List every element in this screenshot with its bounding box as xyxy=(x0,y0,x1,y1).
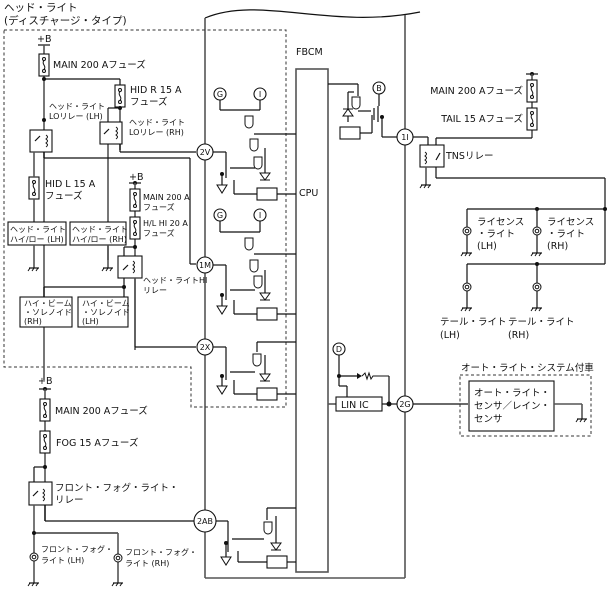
tail-rh-label2: (RH) xyxy=(508,330,529,341)
hi-relay xyxy=(117,255,143,279)
connector-2g-label: 2G xyxy=(399,400,410,409)
lin-ic-circuit xyxy=(328,342,397,412)
fog-lamp-lh-label1: フロント・フォグ・ xyxy=(41,544,113,554)
hilo-lh-label1: ヘッド・ライト xyxy=(10,225,66,234)
lo-relay-rh-label1: ヘッド・ライト xyxy=(129,118,185,127)
title-line1: ヘッド・ライト xyxy=(4,2,78,14)
solenoid-rh-label3: (RH) xyxy=(24,317,42,326)
connector-2v-label: 2V xyxy=(200,148,211,157)
terminal-i-2: I xyxy=(259,211,261,220)
terminal-g-1: G xyxy=(217,90,223,99)
hid-r-fuse-label: HID R 15 A xyxy=(130,85,182,96)
hid-l-fuse-label2: フューズ xyxy=(45,190,83,202)
solenoid-lh-label1: ハイ・ビーム xyxy=(82,299,130,308)
solenoid-rh-label2: ・ソレノイド xyxy=(24,308,72,317)
solenoid-lh-label3: (LH) xyxy=(82,317,99,326)
headlight-group-border xyxy=(3,29,287,408)
hi-main-fuse-label2: フューズ xyxy=(143,202,175,212)
hilo-lh-box xyxy=(7,221,67,246)
lo-relay-lh-label1: ヘッド・ライト xyxy=(49,102,105,111)
autolight-group-label: オート・ライト・システム付車 xyxy=(461,362,594,374)
connector-1i-label: 1I xyxy=(401,133,408,142)
hi-relay-label1: ヘッド・ライトHI xyxy=(143,276,207,285)
tns-relay xyxy=(419,144,445,168)
tns-relay-label: TNSリレー xyxy=(445,151,493,162)
license-rh-label3: (RH) xyxy=(547,241,568,252)
hilo-rh-box xyxy=(69,221,127,246)
hilo-lh-label2: ハイ/ロー (LH) xyxy=(10,235,64,244)
fog-relay-label2: リレー xyxy=(55,495,84,506)
supply-label: +B xyxy=(37,34,51,45)
tail-lh-label2: (LH) xyxy=(440,330,460,341)
fog-main-fuse-label: MAIN 200 Aフューズ xyxy=(55,405,148,417)
cpu-block xyxy=(295,68,329,573)
terminal-b: B xyxy=(376,84,382,93)
license-lh-label3: (LH) xyxy=(477,241,497,252)
cpu-label: CPU xyxy=(299,188,318,199)
fog-supply-label: +B xyxy=(38,376,52,387)
lin-ic-label: LIN IC xyxy=(341,400,369,411)
connector-1m-label: 1M xyxy=(199,261,211,270)
fog-lamp-lh-label2: ライト (LH) xyxy=(41,556,84,565)
solenoid-lh-label2: ・ソレノイド xyxy=(82,308,130,317)
hl-main-fuse-label: MAIN 200 Aフューズ xyxy=(53,59,146,71)
driver-channel-3 xyxy=(213,341,296,401)
solenoid-rh-label1: ハイ・ビーム xyxy=(24,299,72,308)
connector-2ab-label: 2AB xyxy=(197,517,213,526)
terminal-d: D xyxy=(336,345,342,354)
fbcm-cut-line xyxy=(204,9,421,19)
autolight-sensor-label2: センサ／レイン・ xyxy=(474,401,550,412)
hid-l-fuse-label: HID L 15 A xyxy=(45,179,96,190)
lo-relay-rh-label2: LOリレー (RH) xyxy=(129,128,184,137)
connector-2x-label: 2X xyxy=(200,343,211,352)
hi-main-fuse-label1: MAIN 200 A xyxy=(143,193,190,202)
fog-relay xyxy=(28,481,53,506)
tail-main-fuse-label: MAIN 200 Aフューズ xyxy=(430,85,523,97)
autolight-sensor-box xyxy=(468,380,555,432)
license-rh-label2: ・ライト xyxy=(547,229,585,240)
title-line2: (ディスチャージ・タイプ) xyxy=(4,14,127,27)
tail-circuit xyxy=(413,72,607,312)
tail-rh-label1: テール・ライト xyxy=(508,317,575,328)
terminal-i-1: I xyxy=(259,90,261,99)
license-lh-label2: ・ライト xyxy=(477,229,515,240)
autolight-sensor-label3: センサ xyxy=(474,414,503,425)
fog-lamp-rh-label1: フロント・フォグ・ xyxy=(125,547,197,557)
hilo-rh-label2: ハイ/ロー (RH) xyxy=(72,235,127,244)
hl-hi-fuse-label2: フューズ xyxy=(143,228,175,238)
solenoid-lh-box xyxy=(77,296,129,328)
fog-circuit xyxy=(27,387,194,587)
lo-relay-lh xyxy=(29,129,53,153)
fog-relay-label1: フロント・フォグ・ライト・ xyxy=(55,482,179,494)
license-lh-label1: ライセンス xyxy=(477,217,524,228)
fbcm-label: FBCM xyxy=(296,47,323,58)
headlight-circuit xyxy=(7,44,196,380)
tail-fuse-label: TAIL 15 Aフューズ xyxy=(440,113,523,125)
license-rh-label1: ライセンス xyxy=(547,217,594,228)
hilo-rh-label1: ヘッド・ライト xyxy=(72,225,128,234)
fog-fuse-label: FOG 15 Aフューズ xyxy=(56,437,139,449)
tail-lh-label1: テール・ライト xyxy=(440,317,507,328)
hi-relay-label2: リレー xyxy=(143,286,167,295)
terminal-g-2: G xyxy=(217,211,223,220)
fog-lamp-rh-label2: ライト (RH) xyxy=(125,559,169,568)
autolight-group-border xyxy=(459,374,592,437)
autolight-sensor-label1: オート・ライト・ xyxy=(474,388,550,399)
solenoid-rh-box xyxy=(19,296,73,328)
driver-channel-tail xyxy=(328,81,397,140)
driver-channel-fog xyxy=(216,507,296,569)
hi-supply-label: +B xyxy=(129,172,143,183)
hid-r-fuse-label2: フューズ xyxy=(130,96,168,108)
lo-relay-lh-label2: LOリレー (LH) xyxy=(49,112,103,121)
lo-relay-rh xyxy=(99,121,123,145)
driver-channel-1 xyxy=(213,87,296,201)
hl-hi-fuse-label1: H/L HI 20 A xyxy=(143,219,188,228)
driver-channel-2 xyxy=(213,208,296,321)
